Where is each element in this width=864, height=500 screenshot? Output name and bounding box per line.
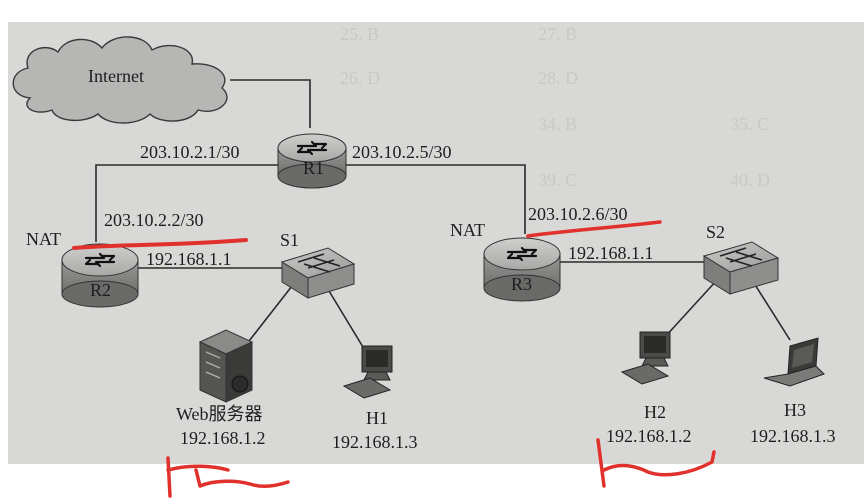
underline-r2-wan [72, 238, 248, 250]
ghost-text: 25. B [340, 24, 379, 44]
r2-wan-ip-label: 203.10.2.2/30 [104, 210, 204, 230]
web-server-ip: 192.168.1.2 [180, 428, 266, 448]
r2-label: R2 [90, 280, 111, 300]
desktop-pc-icon [620, 331, 671, 385]
internet-label: Internet [88, 66, 144, 86]
server-icon [198, 329, 254, 403]
cloud-icon [12, 36, 228, 124]
ghost-text: 27. B [538, 24, 577, 44]
router-r1: R1 [277, 133, 347, 189]
r3-wan-ip-label: 203.10.2.6/30 [528, 204, 628, 224]
router-r3: R3 [483, 237, 561, 302]
scribble-h2 [596, 438, 716, 488]
link-s2-h3 [751, 279, 791, 341]
router-r2: R2 [61, 243, 139, 308]
ghost-text: 34. B [538, 114, 577, 134]
h1-label: H1 [366, 408, 388, 428]
router-icon [483, 237, 561, 302]
link-r1-r3 [345, 164, 526, 234]
link-s2-h2 [663, 279, 718, 339]
s1-label: S1 [280, 230, 299, 250]
interface-labels: 203.10.2.1/30 203.10.2.5/30 203.10.2.2/3… [104, 142, 654, 269]
r2-nat-tag: NAT [26, 229, 61, 249]
switch-icon [702, 241, 780, 295]
background-answer-text: 25. B 26. D 27. B 28. D 34. B 35. C 39. … [340, 24, 770, 190]
r3-label: R3 [511, 274, 532, 294]
web-server: Web服务器 192.168.1.2 [176, 329, 266, 448]
h1-ip: 192.168.1.3 [332, 432, 418, 452]
r3-nat-tag: NAT [450, 220, 485, 240]
red-annotations [72, 220, 716, 498]
links [95, 79, 791, 353]
host-h3: H3 192.168.1.3 [750, 337, 836, 446]
s2-label: S2 [706, 222, 725, 242]
internet-cloud: Internet [12, 36, 228, 124]
r3-lan-ip-label: 192.168.1.1 [568, 243, 654, 263]
r2-lan-ip-label: 192.168.1.1 [146, 249, 232, 269]
ghost-text: 39. C [538, 170, 577, 190]
ghost-text: 26. D [340, 68, 380, 88]
router-icon [277, 133, 347, 189]
switch-s1: S1 [280, 230, 356, 299]
ghost-text: 35. C [730, 114, 769, 134]
desktop-pc-icon [342, 345, 393, 399]
router-icon [61, 243, 139, 308]
r1-label: R1 [303, 158, 324, 178]
laptop-icon [763, 337, 825, 387]
link-s1-web [241, 285, 293, 351]
r1-r2-ip-label: 203.10.2.1/30 [140, 142, 240, 162]
web-server-label: Web服务器 [176, 404, 263, 424]
switch-s2: S2 [702, 222, 780, 295]
ghost-text: 40. D [730, 170, 770, 190]
host-h1: H1 192.168.1.3 [332, 345, 418, 452]
h3-ip: 192.168.1.3 [750, 426, 836, 446]
switch-icon [280, 247, 356, 299]
ghost-text: 28. D [538, 68, 578, 88]
r1-r3-ip-label: 203.10.2.5/30 [352, 142, 452, 162]
host-h2: H2 192.168.1.2 [606, 331, 692, 446]
h2-ip: 192.168.1.2 [606, 426, 692, 446]
h2-label: H2 [644, 402, 666, 422]
link-internet-r1 [230, 79, 311, 128]
link-s1-h1 [325, 285, 367, 353]
link-r1-r2 [95, 164, 280, 242]
scribble-web-server [166, 456, 290, 498]
underline-r3-wan [526, 220, 662, 238]
h3-label: H3 [784, 400, 806, 420]
